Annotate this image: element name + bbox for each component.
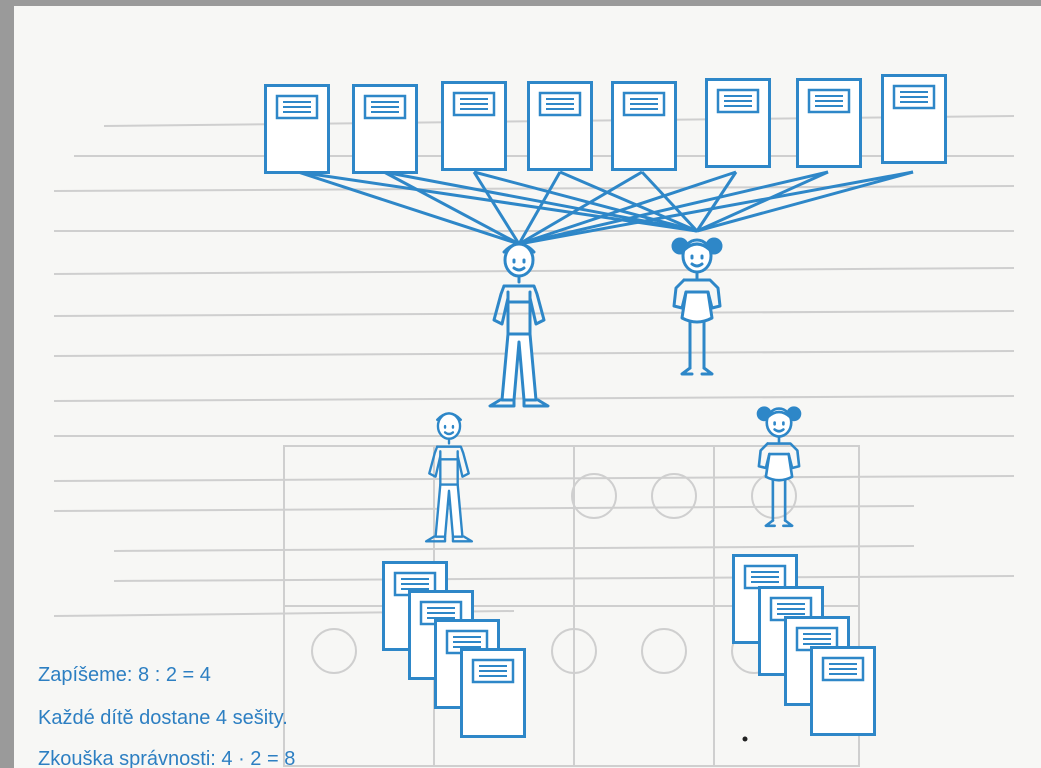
- equation-line: Zapíšeme: 8 : 2 = 4: [38, 664, 211, 686]
- connection-lines: [297, 170, 914, 246]
- notebook-icon: [441, 81, 507, 171]
- notebook-icon: [611, 81, 677, 171]
- textbook-page: Zapíšeme: 8 : 2 = 4 Každé dítě dostane 4…: [14, 6, 1041, 768]
- notebook-icon: [810, 646, 876, 736]
- notebook-icon: [352, 84, 418, 174]
- notebook-icon: [527, 81, 593, 171]
- boy-figure-icon: [488, 242, 550, 408]
- notebook-icon: [881, 74, 947, 164]
- ink-dot: [742, 736, 748, 742]
- notebook-icon: [796, 78, 862, 168]
- notebook-icon: [264, 84, 330, 174]
- result-line: Každé dítě dostane 4 sešity.: [38, 707, 288, 729]
- notebooks-top-row: [264, 74, 947, 174]
- notebook-icon: [705, 78, 771, 168]
- notebook-icon: [460, 648, 526, 738]
- notebook-stack-girl: [732, 554, 876, 736]
- girl-figure-icon: [671, 237, 723, 376]
- boy-figure-icon: [424, 411, 474, 543]
- division-illustration: [53, 74, 1015, 767]
- notebook-stack-boy: [382, 561, 526, 738]
- check-line: Zkouška správnosti: 4 · 2 = 8: [38, 748, 296, 768]
- girl-figure-icon: [756, 406, 802, 528]
